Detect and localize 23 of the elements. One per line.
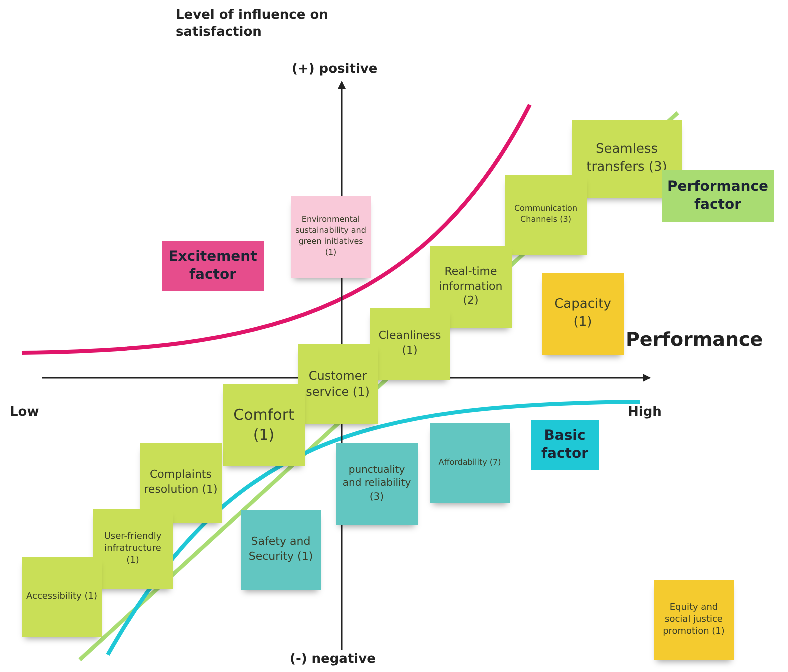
- axis-label: High: [628, 405, 663, 422]
- sticky-note: Equity and social justice promotion (1): [654, 580, 734, 660]
- sticky-note: punctuality and reliability (3): [336, 443, 418, 525]
- sticky-note: Complaints resolution (1): [140, 443, 222, 523]
- sticky-note: Comfort (1): [223, 384, 305, 466]
- sticky-note: Safety and Security (1): [241, 510, 321, 590]
- factor-label: Basic factor: [531, 420, 599, 470]
- sticky-note: Capacity (1): [542, 273, 624, 355]
- axis-label: Performance: [626, 328, 764, 353]
- sticky-note: Communication Channels (3): [505, 175, 587, 255]
- sticky-note: Accessibility (1): [22, 557, 102, 637]
- sticky-note: Environmental sustainability and green initiatives (1): [291, 196, 371, 278]
- sticky-note: Customer service (1): [298, 344, 378, 424]
- sticky-note: Cleanliness (1): [370, 308, 450, 380]
- factor-label: Excitement factor: [162, 241, 264, 291]
- axis-label: (+) positive: [292, 62, 379, 79]
- axis-label: (-) negative: [290, 652, 377, 669]
- sticky-note: Affordability (7): [430, 423, 510, 503]
- axis-title: Level of influence on satisfaction: [176, 8, 330, 42]
- axis-label: Low: [10, 405, 40, 422]
- factor-label: Performance factor: [662, 170, 774, 222]
- sticky-note: User-friendly infratructure (1): [93, 509, 173, 589]
- sticky-note: Real-time information (2): [430, 246, 512, 328]
